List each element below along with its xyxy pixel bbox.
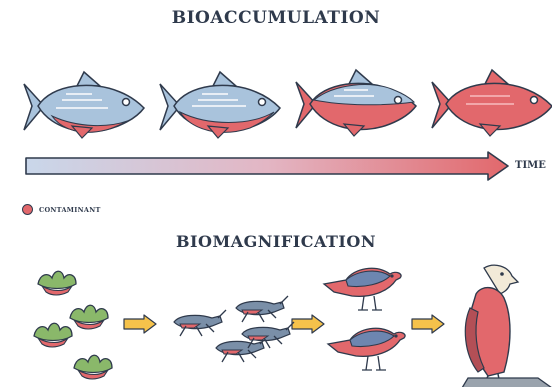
fish-4 [432, 70, 552, 136]
plant-2 [70, 305, 108, 329]
time-arrow [26, 152, 508, 180]
level-arrow-3 [412, 315, 444, 333]
bird-group [324, 268, 405, 370]
plant-3 [34, 323, 72, 347]
fish-1 [24, 72, 144, 138]
contaminant-legend: CONTAMINANT [22, 204, 101, 215]
grasshopper-group [174, 296, 294, 362]
fish-2 [160, 72, 280, 138]
grasshopper-2 [236, 296, 288, 322]
grasshopper-1 [174, 310, 226, 336]
biomagnification-title: BIOMAGNIFICATION [0, 232, 552, 251]
bird-1 [324, 268, 401, 310]
grasshopper-4 [242, 322, 294, 348]
fish-3 [296, 70, 416, 136]
level-arrow-1 [124, 315, 156, 333]
contaminant-dot-icon [22, 204, 33, 215]
plant-group [6, 271, 112, 379]
level-arrow-2 [292, 315, 324, 333]
eagle [462, 265, 552, 387]
plant-4 [74, 355, 112, 379]
time-label: TIME [515, 160, 546, 171]
contaminant-label: CONTAMINANT [39, 206, 101, 214]
bird-2 [328, 328, 405, 370]
plant-1 [38, 271, 76, 295]
fish-1-dorsal-fin [77, 72, 100, 86]
